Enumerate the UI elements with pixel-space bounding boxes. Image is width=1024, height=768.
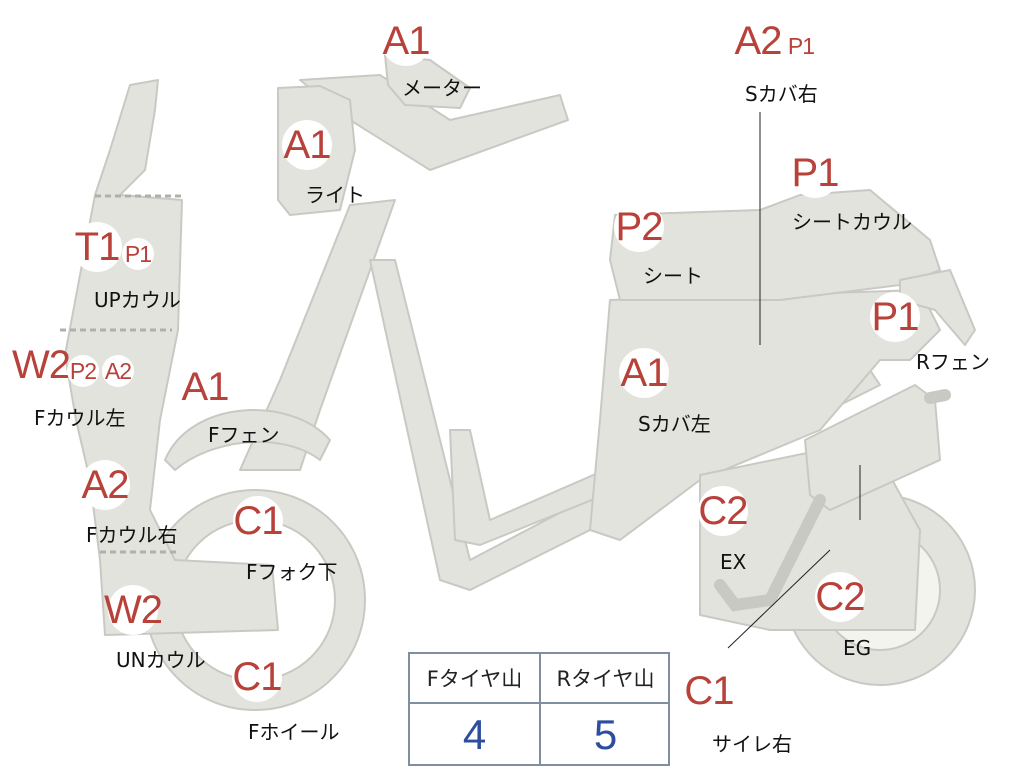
- table-column-divider: [539, 654, 541, 764]
- rear-body-shape: [589, 289, 941, 541]
- f-wheel-grade: C1: [232, 652, 283, 702]
- exhaust-grade: C2: [698, 486, 749, 536]
- seat-cowl-label: シートカウル: [792, 210, 912, 234]
- f-cowl-left-sub2-grade: A2: [102, 355, 134, 387]
- meter-shape: [384, 54, 471, 109]
- muffler-shape: [804, 384, 941, 511]
- up-cowl-label: UPカウル: [94, 288, 181, 312]
- f-fender-grade: A1: [180, 362, 230, 412]
- f-fender-label: Fフェン: [208, 423, 280, 447]
- meter-grade: A1: [381, 16, 431, 66]
- up-cowl-sub-grade: P1: [122, 238, 154, 270]
- seat-grade: P2: [614, 202, 664, 252]
- f-cowl-right-label: Fカウル右: [86, 523, 178, 547]
- s-cover-right-sub-grade: P1: [785, 30, 817, 62]
- rear-shock: [924, 389, 951, 404]
- un-cowl-label: UNカウル: [116, 648, 206, 672]
- front-tire-value: 4: [462, 711, 487, 758]
- muffler-right-leader: [727, 549, 831, 649]
- f-cowl-left-sub1-grade: P2: [67, 355, 99, 387]
- seat-cowl-grade: P1: [790, 148, 840, 198]
- f-fork-lower-grade: C1: [233, 496, 284, 546]
- light-label: ライト: [305, 183, 365, 207]
- r-fender-grade: P1: [870, 292, 920, 342]
- engine-grade: C2: [815, 572, 866, 622]
- s-cover-right-grade: A2: [733, 16, 783, 66]
- f-cowl-right-grade: A2: [80, 460, 130, 510]
- s-cover-left-grade: A1: [619, 348, 669, 398]
- exhaust-pipe: [714, 494, 826, 612]
- muffler-right-label: サイレ右: [712, 732, 792, 756]
- front-tire-header: Fタイヤ山: [426, 667, 523, 691]
- light-grade: A1: [282, 120, 332, 170]
- s-cover-right-label: Sカバ右: [745, 82, 818, 106]
- up-cowl-grade: T1: [72, 222, 122, 272]
- front-fender-shape: [164, 409, 331, 471]
- f-cowl-left-label: Fカウル左: [34, 406, 126, 430]
- s-cover-left-label: Sカバ左: [638, 412, 711, 436]
- muffler-right-grade: C1: [684, 666, 735, 716]
- engine-label: EG: [843, 636, 872, 660]
- front-fork-shape: [239, 199, 396, 471]
- seat-shape: [609, 189, 941, 301]
- rear-tire-value: 5: [593, 711, 618, 758]
- meter-label: メーター: [402, 76, 482, 100]
- tire-tread-table: Fタイヤ山 Rタイヤ山 4 5: [408, 652, 670, 766]
- r-fender-label: Rフェン: [916, 350, 990, 374]
- rear-tire-header: Rタイヤ山: [556, 667, 655, 691]
- f-wheel-label: Fホイール: [248, 720, 340, 744]
- un-cowl-grade: W2: [104, 585, 163, 635]
- f-cowl-left-grade: W2: [12, 340, 71, 390]
- exhaust-label: EX: [720, 550, 747, 574]
- f-fork-lower-label: Fフォク下: [246, 560, 338, 584]
- seat-label: シート: [643, 264, 703, 288]
